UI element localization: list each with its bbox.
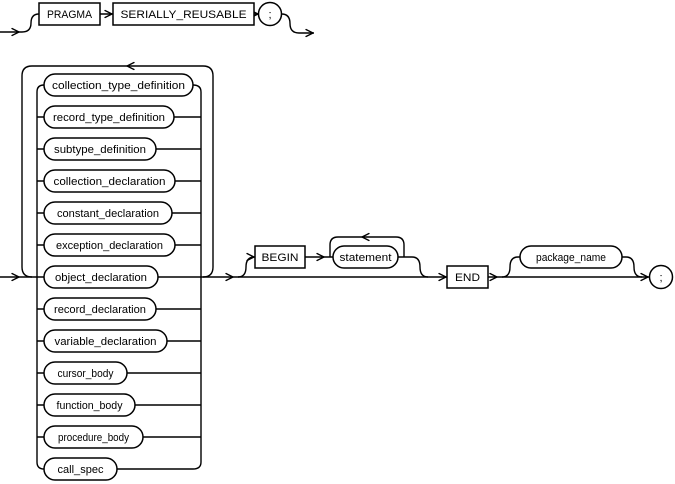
nonterminal-box [43, 169, 176, 193]
nonterminal-label: subtype_definition [54, 144, 146, 156]
nonterminal-box [43, 233, 176, 257]
node-exception-declaration: exception_declaration [43, 233, 176, 257]
nonterminal-box [43, 329, 168, 353]
nonterminal-label: constant_declaration [57, 208, 159, 220]
nonterminal-label: procedure_body [58, 432, 129, 444]
nonterminal-label: collection_declaration [54, 176, 166, 188]
package-name-branch-rails [501, 256, 643, 278]
nonterminal-label: collection_type_definition [52, 80, 185, 92]
nonterminal-label: cursor_body [58, 368, 114, 380]
package-name-nonterminal-label: package_name [536, 252, 606, 264]
nonterminal-box [43, 297, 157, 321]
nonterminal-box [43, 425, 144, 449]
semicolon-terminal-label: ; [268, 9, 271, 21]
node-variable-declaration: variable_declaration [43, 329, 168, 353]
loop-arrowhead-left-icon [126, 61, 135, 71]
pragma-row: PRAGMA SERIALLY_REUSABLE ; [0, 1, 314, 38]
statement-loop-rail [329, 236, 405, 257]
node-constant-declaration: constant_declaration [43, 201, 173, 225]
node-collection-type-definition: collection_type_definition [43, 73, 194, 97]
node-object-declaration: object_declaration [43, 265, 159, 289]
pragma-keyword-label: PRAGMA [47, 9, 93, 21]
loop-arrowhead-left-icon [361, 232, 370, 242]
arrowhead-right-icon [11, 272, 649, 282]
begin-keyword-box [254, 245, 306, 269]
node-record-declaration: record_declaration [43, 297, 157, 321]
end-keyword-label: END [455, 272, 480, 284]
package-name-nonterminal-box [519, 245, 623, 269]
declaration-loop: collection_type_definition record_type_d… [21, 61, 214, 481]
nonterminal-label: record_type_definition [53, 112, 165, 124]
pragma-keyword-box [38, 2, 101, 26]
semicolon-terminal-circle [648, 264, 674, 290]
serially-reusable-keyword-label: SERIALLY_REUSABLE [121, 9, 247, 21]
arrowhead-right-icon [246, 252, 325, 262]
node-call-spec: call_spec [43, 457, 118, 481]
nonterminal-box [43, 457, 118, 481]
nonterminal-box [43, 265, 159, 289]
statement-nonterminal-label: statement [340, 252, 392, 264]
end-keyword-box [446, 265, 489, 289]
nonterminal-box [43, 201, 173, 225]
semicolon-terminal-label: ; [659, 272, 662, 284]
nonterminal-box [43, 73, 194, 97]
node-collection-declaration: collection_declaration [43, 169, 176, 193]
nonterminal-label: variable_declaration [55, 336, 157, 348]
semicolon-terminal-circle [257, 1, 283, 27]
loop-back-rail [21, 65, 214, 278]
serially-reusable-keyword-box [112, 2, 255, 26]
nonterminal-box [43, 393, 136, 417]
node-procedure-body: procedure_body [43, 425, 144, 449]
node-function-body: function_body [43, 393, 136, 417]
node-cursor-body: cursor_body [43, 361, 128, 385]
node-subtype-definition: subtype_definition [43, 137, 157, 161]
begin-keyword-label: BEGIN [262, 252, 299, 264]
nonterminal-label: exception_declaration [56, 240, 163, 252]
nonterminal-label: record_declaration [54, 304, 146, 316]
nonterminal-label: function_body [57, 400, 123, 412]
body-row: BEGIN statement END package_name ; [237, 232, 674, 290]
begin-branch-rails [237, 256, 429, 278]
nonterminal-label: call_spec [58, 464, 105, 476]
pragma-row-rails [0, 13, 314, 34]
nonterminal-box [43, 361, 128, 385]
alternative-split-rails [36, 84, 202, 470]
node-record-type-definition: record_type_definition [43, 105, 175, 129]
nonterminal-box [43, 137, 157, 161]
nonterminal-label: object_declaration [55, 272, 147, 284]
statement-nonterminal-box [332, 245, 399, 269]
nonterminal-box [43, 105, 175, 129]
